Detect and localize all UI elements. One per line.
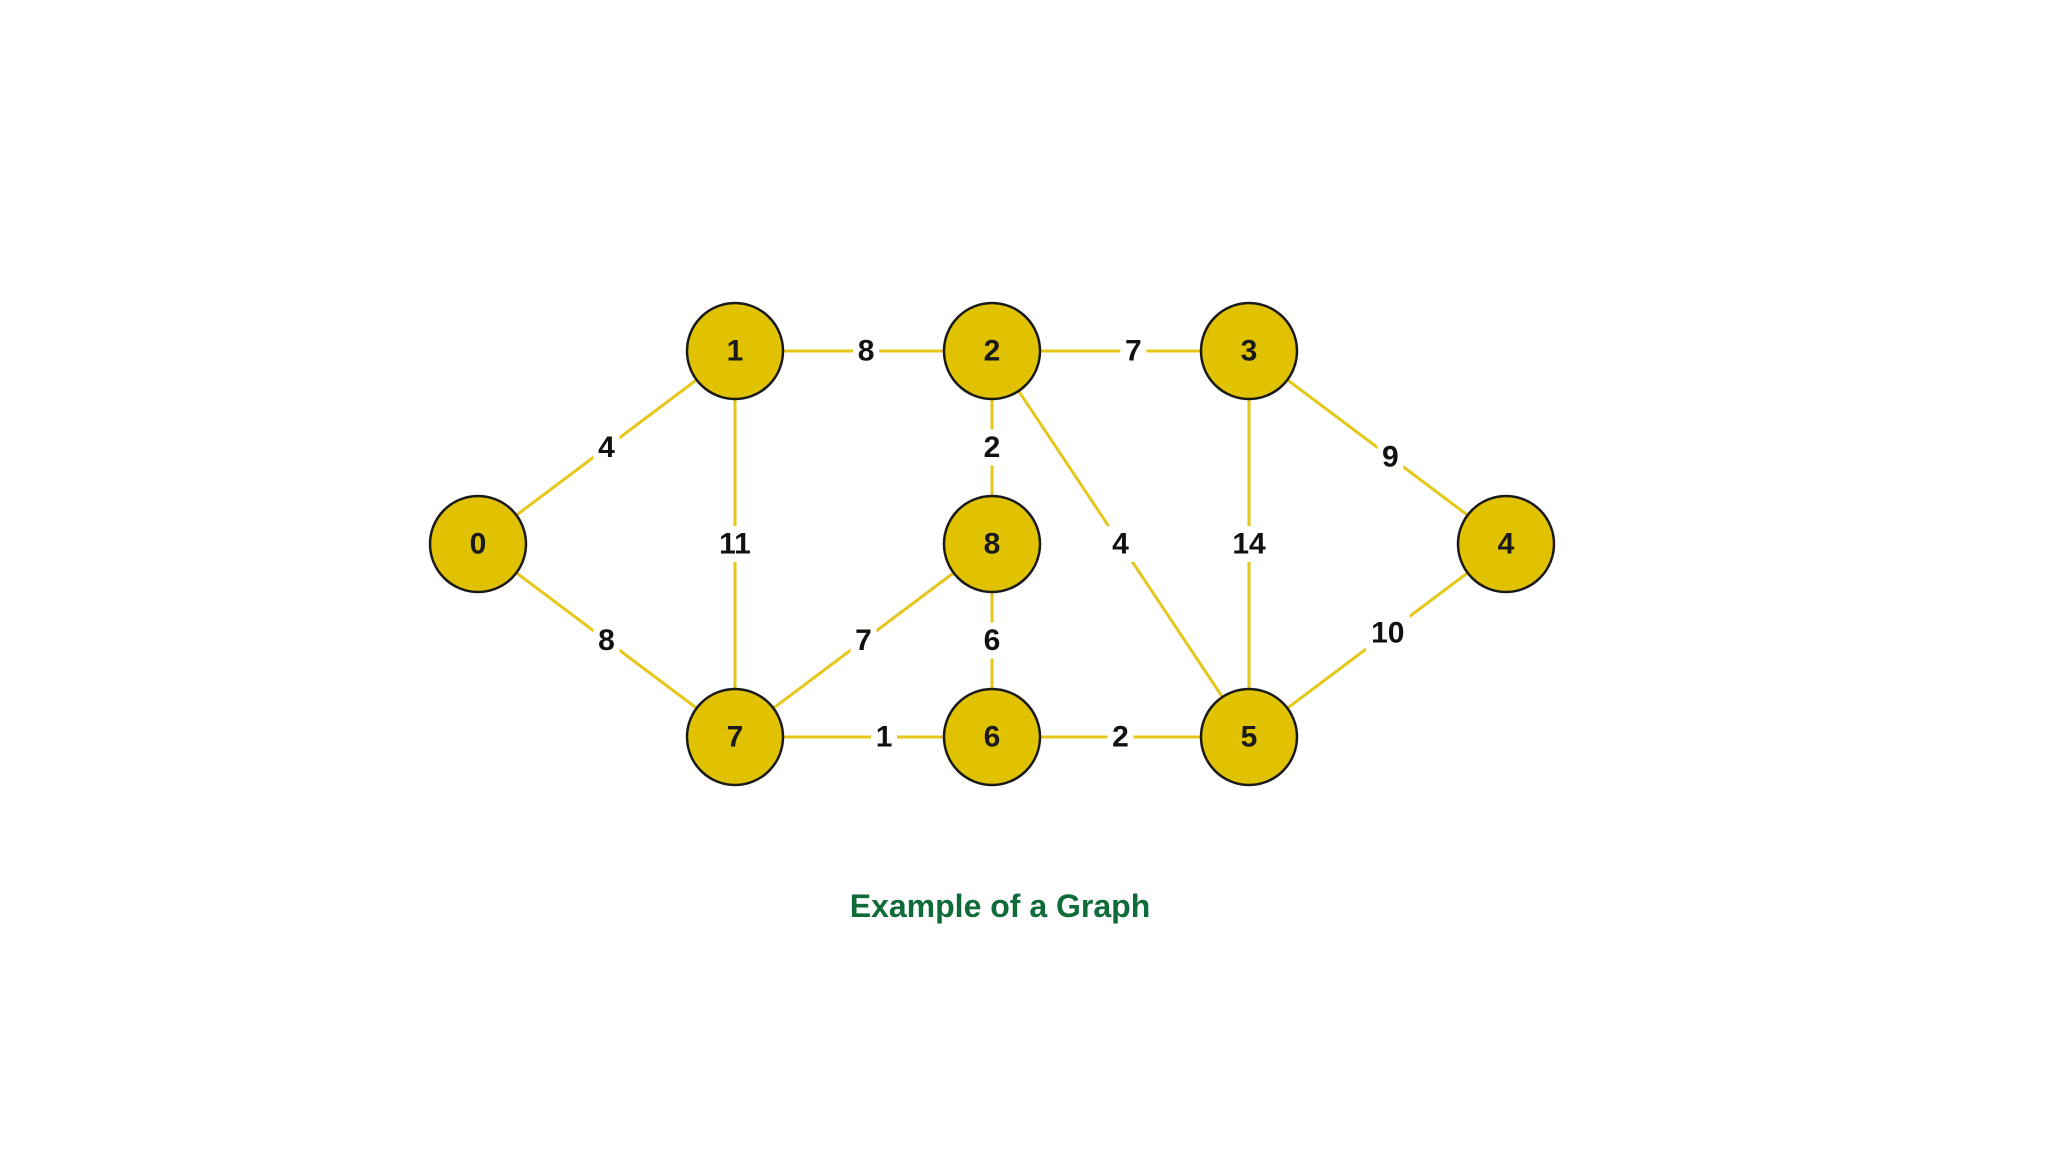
edge-weight-bg-1-7 [713,526,757,562]
edge-weight-bg-6-7 [871,719,898,755]
node-2 [942,301,1042,401]
node-label-2: 2 [984,335,1001,368]
edge-weight-bg-2-5 [1107,526,1134,562]
node-5 [1199,687,1299,787]
edge-weight-5-6: 2 [1112,721,1129,754]
edge-weight-3-5: 14 [1232,528,1266,561]
edge-weight-2-3: 7 [1125,335,1142,368]
edge-weight-1-7: 11 [719,528,751,561]
edge-weight-7-8: 7 [855,624,872,657]
edge-weight-1-2: 8 [858,335,875,368]
edge-weight-bg-0-1 [593,429,620,466]
edge-weight-bg-3-4 [1377,439,1404,476]
node-6 [942,687,1042,787]
edge-weight-0-7: 8 [598,624,615,657]
edge-weight-bg-7-8 [850,622,877,659]
node-label-4: 4 [1498,528,1515,561]
node-label-7: 7 [727,721,744,754]
node-label-5: 5 [1241,721,1258,754]
edge-weight-bg-5-6 [1107,719,1134,755]
edge-weight-bg-0-7 [593,622,620,659]
edge-weight-bg-4-5 [1365,614,1410,651]
node-3 [1199,301,1299,401]
node-label-1: 1 [727,335,744,368]
node-7 [685,687,785,787]
node-label-6: 6 [984,721,1001,754]
edge-weight-bg-2-3 [1120,333,1147,369]
edge-weight-3-4: 9 [1382,441,1399,474]
edge-weights-layer: 4 8 8 11 7 2 4 9 14 10 2 1 6 7 [593,333,1410,755]
node-label-8: 8 [984,528,1001,561]
edge-weight-2-5: 4 [1112,528,1129,561]
edge-weight-bg-1-2 [853,333,880,369]
node-0 [428,494,528,594]
edge-weight-bg-3-5 [1227,526,1271,562]
nodes-layer: 0 1 2 3 4 5 6 7 8 [428,301,1556,787]
edge-weight-bg-2-8 [979,429,1005,466]
node-label-0: 0 [470,528,487,561]
edge-weight-4-5: 10 [1371,616,1404,649]
diagram-caption: Example of a Graph [849,888,1151,924]
edge-weight-bg-6-8 [979,622,1005,659]
node-1 [685,301,785,401]
edge-weight-0-1: 4 [598,431,615,464]
edge-weight-6-7: 1 [876,721,893,754]
node-8 [942,494,1042,594]
node-4 [1456,494,1556,594]
node-label-3: 3 [1241,335,1258,368]
edge-weight-6-8: 6 [984,624,1001,657]
edge-weight-2-8: 2 [984,431,1001,464]
